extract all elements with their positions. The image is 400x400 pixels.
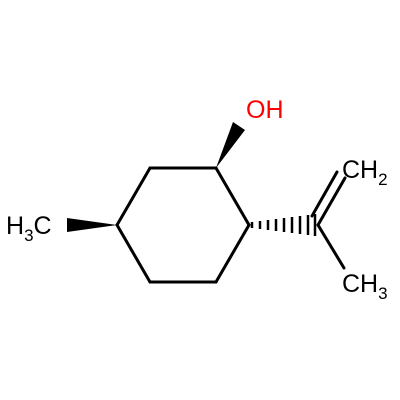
- hydroxyl-label: OH: [246, 96, 284, 124]
- hashed-bond-to-isopropenyl: [250, 214, 317, 236]
- single-bond-to-methyl: [316, 223, 346, 270]
- methylene-label: CH2: [342, 156, 388, 189]
- cyclohexane-ring: [115, 166, 251, 284]
- ring-bond-c1-c2: [214, 166, 251, 227]
- wedge-bond-to-methyl: [67, 218, 117, 232]
- methyl-left-label: H3C: [6, 212, 52, 245]
- double-bond-outer: [316, 176, 347, 227]
- wedge-bond-to-hydroxyl: [216, 122, 245, 168]
- double-bond-inner: [310, 170, 339, 218]
- methyl-right-label: CH3: [342, 270, 388, 303]
- ring-bond-c4-c5: [115, 223, 152, 284]
- ring-bond-c2-c3: [214, 223, 251, 284]
- isopropenyl-group: [310, 170, 347, 270]
- ring-bond-c5-c6: [115, 166, 152, 227]
